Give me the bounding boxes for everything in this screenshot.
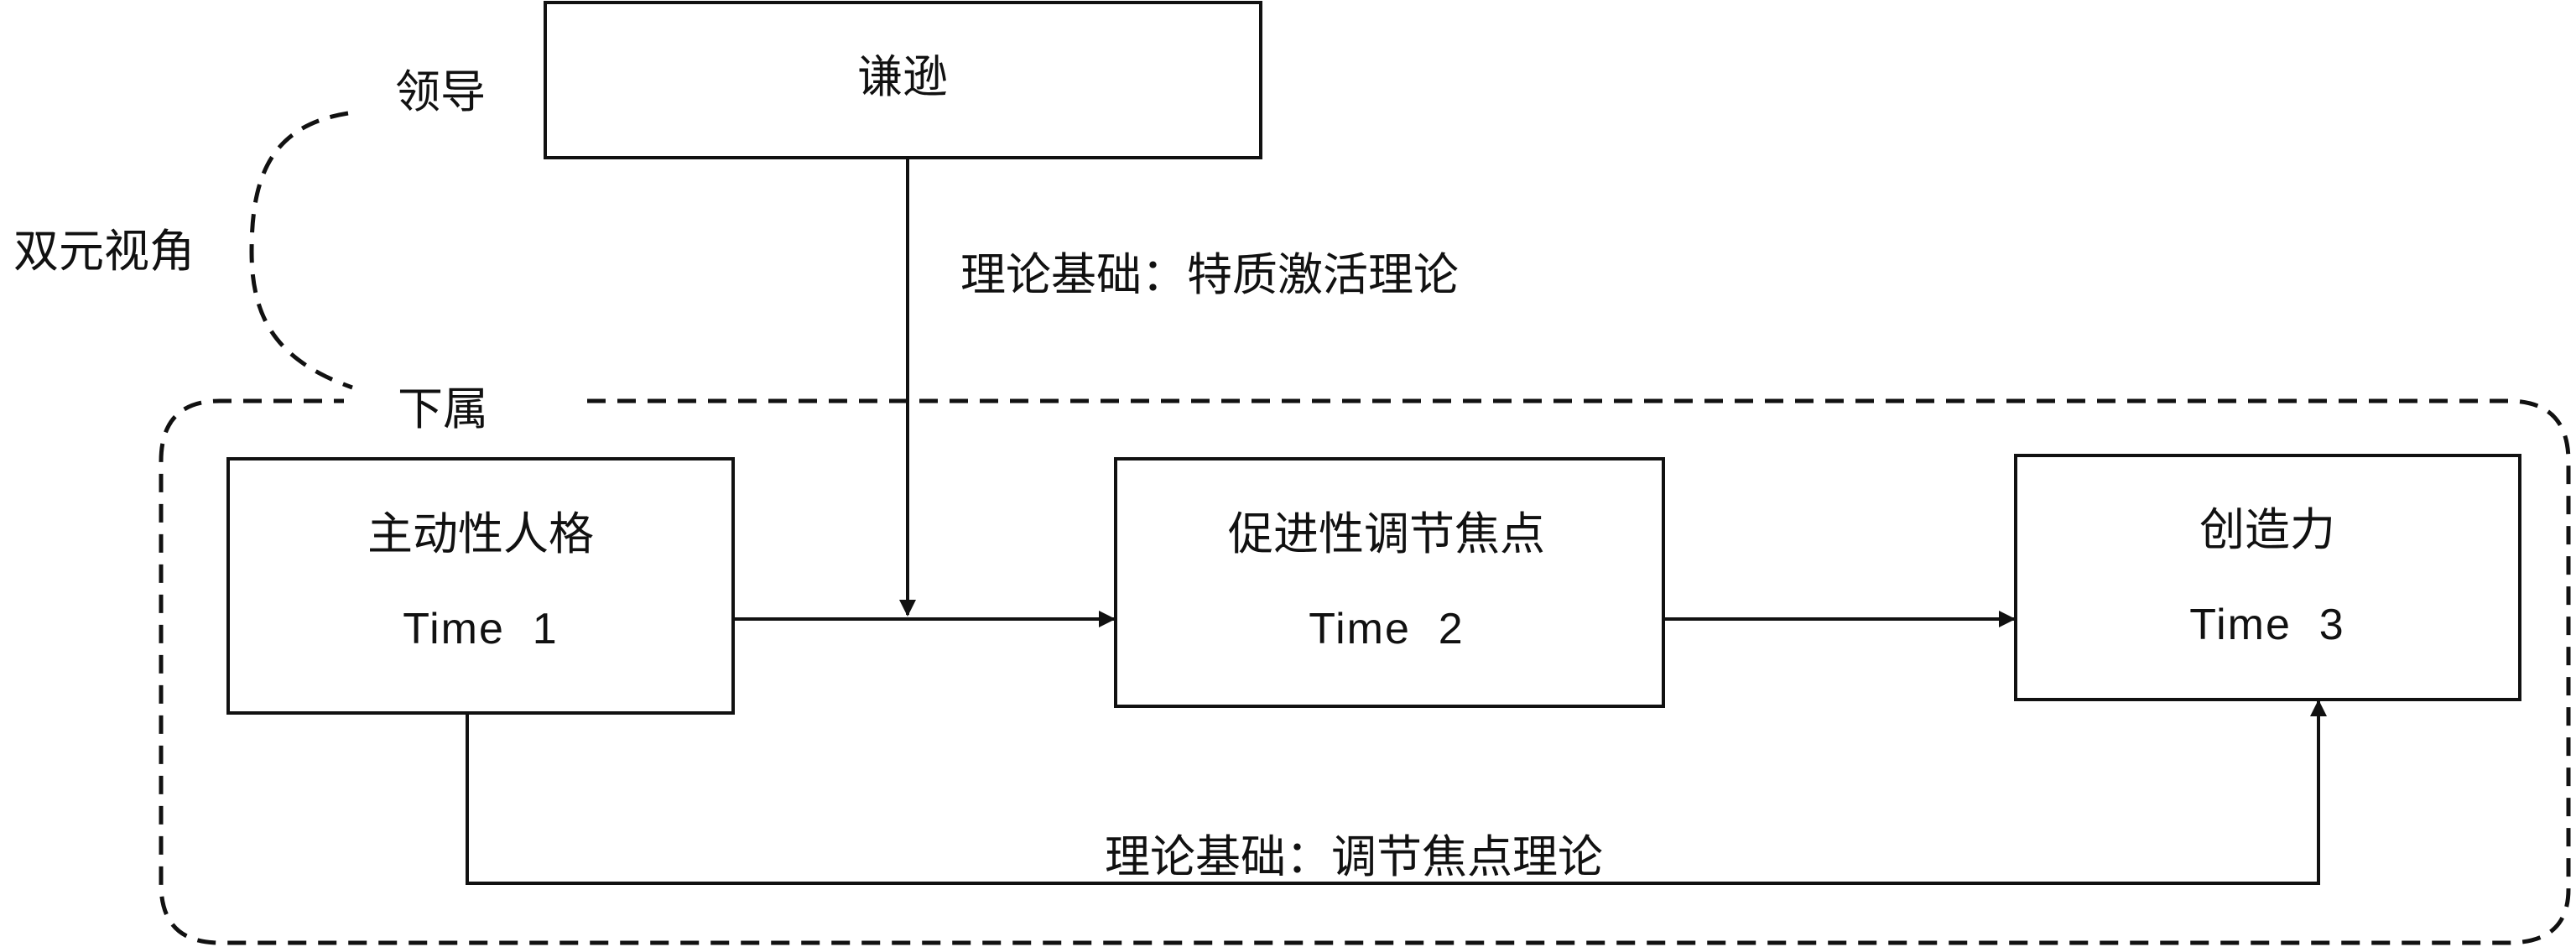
proactive-time: Time 1 (403, 605, 558, 653)
theory-bottom-label: 理论基础：调节焦点理论 (1105, 830, 1603, 883)
proactive-personality-box (226, 457, 735, 715)
proactive-title: 主动性人格 (367, 507, 594, 560)
promotion-focus-box (1114, 457, 1665, 708)
creativity-box (2014, 454, 2521, 701)
leader-label: 领导 (395, 65, 486, 118)
perspective-label: 双元视角 (13, 225, 195, 278)
arrow-proactive-to-creativity (466, 700, 2327, 885)
humility-label: 谦逊 (857, 50, 948, 103)
creativity-time: Time 3 (2189, 601, 2344, 649)
promotion-time: Time 2 (1309, 605, 1464, 653)
subordinate-label: 下属 (398, 382, 488, 435)
promotion-title: 促进性调节焦点 (1228, 507, 1545, 560)
theory-top-label: 理论基础：特质激活理论 (960, 248, 1459, 301)
creativity-title: 创造力 (2199, 503, 2335, 556)
subordinate-dashed-frame (159, 398, 2571, 945)
dual-perspective-bracket (249, 111, 353, 390)
humility-box (544, 1, 1262, 159)
